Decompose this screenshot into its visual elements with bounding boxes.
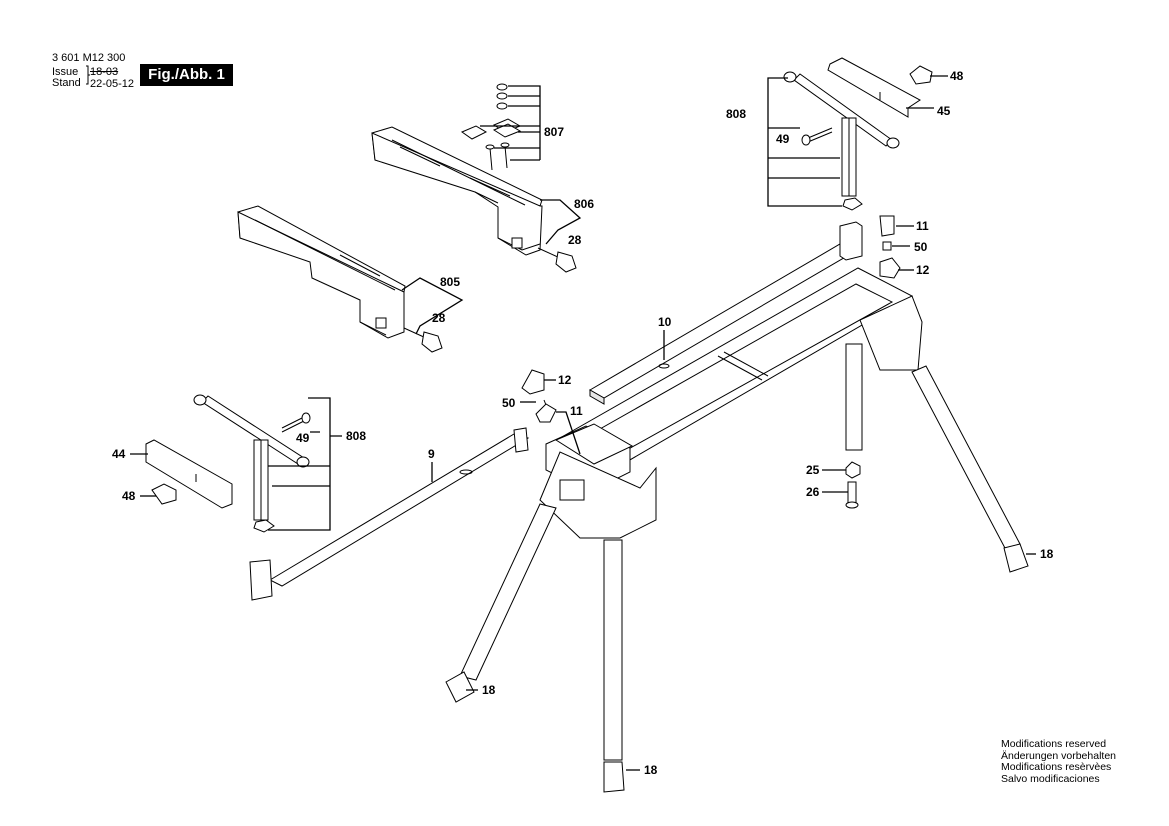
callout-12-right: 12	[916, 263, 930, 277]
hardware-set-807	[460, 83, 522, 171]
roller-support-808-top	[783, 71, 900, 211]
callout-9: 9	[428, 447, 435, 461]
callout-49-top: 49	[776, 132, 790, 146]
callout-26: 26	[806, 485, 820, 499]
callout-12-mid: 12	[558, 373, 572, 387]
callout-11-mid: 11	[570, 404, 583, 418]
callout-44: 44	[112, 447, 126, 461]
callout-808-top: 808	[726, 107, 746, 121]
issue-date: 18-03	[90, 66, 119, 78]
knob-28-lower	[403, 327, 443, 353]
clamp-hardware-right	[879, 215, 901, 279]
screw-49-top	[801, 127, 833, 146]
callout-49-left: 49	[296, 431, 310, 445]
knob-48-left	[151, 483, 177, 505]
issue-label: Issue	[52, 66, 79, 78]
roller-support-808-left	[193, 394, 310, 533]
knob-28-upper	[537, 247, 577, 273]
callout-18-left: 18	[482, 683, 496, 697]
callout-10: 10	[658, 315, 672, 329]
stand-date: 22-05-12	[90, 78, 135, 90]
callout-48-left: 48	[122, 489, 136, 503]
mod-es: Salvo modificaciones	[1001, 772, 1100, 785]
callout-11-right: 11	[916, 219, 929, 233]
part-number: 3 601 M12 300	[52, 52, 126, 64]
support-plate-44	[145, 439, 233, 509]
callout-28-upper: 28	[568, 233, 582, 247]
extension-rail-805	[237, 205, 406, 339]
mod-en: Modifications reserved	[1001, 738, 1107, 750]
clamp-hardware-mid	[521, 369, 557, 423]
stand-label: Stand	[52, 77, 81, 89]
callout-48-top: 48	[950, 69, 964, 83]
callout-18-right: 18	[1040, 547, 1054, 561]
figure-badge: Fig./Abb. 1	[140, 64, 233, 86]
callout-28-lower: 28	[432, 311, 446, 325]
callout-806: 806	[574, 197, 594, 211]
stand-frame	[445, 221, 1029, 793]
extension-rail-9	[249, 427, 530, 601]
callout-25: 25	[806, 463, 820, 477]
knob-48-top	[909, 65, 933, 85]
callout-50-right: 50	[914, 240, 928, 254]
callout-50-mid: 50	[502, 396, 516, 410]
modifications-note: Modifications reserved Änderungen vorbeh…	[1001, 738, 1117, 785]
mod-de: Änderungen vorbehalten	[1001, 749, 1117, 762]
extension-rail-806	[371, 126, 543, 256]
callout-45: 45	[937, 104, 951, 118]
callout-807: 807	[544, 125, 564, 139]
callout-808-left: 808	[346, 429, 366, 443]
mod-fr: Modifications resèrvèes	[1001, 761, 1112, 773]
callout-18-bottom: 18	[644, 763, 658, 777]
screw-49-left	[281, 412, 311, 433]
callout-805: 805	[440, 275, 460, 289]
